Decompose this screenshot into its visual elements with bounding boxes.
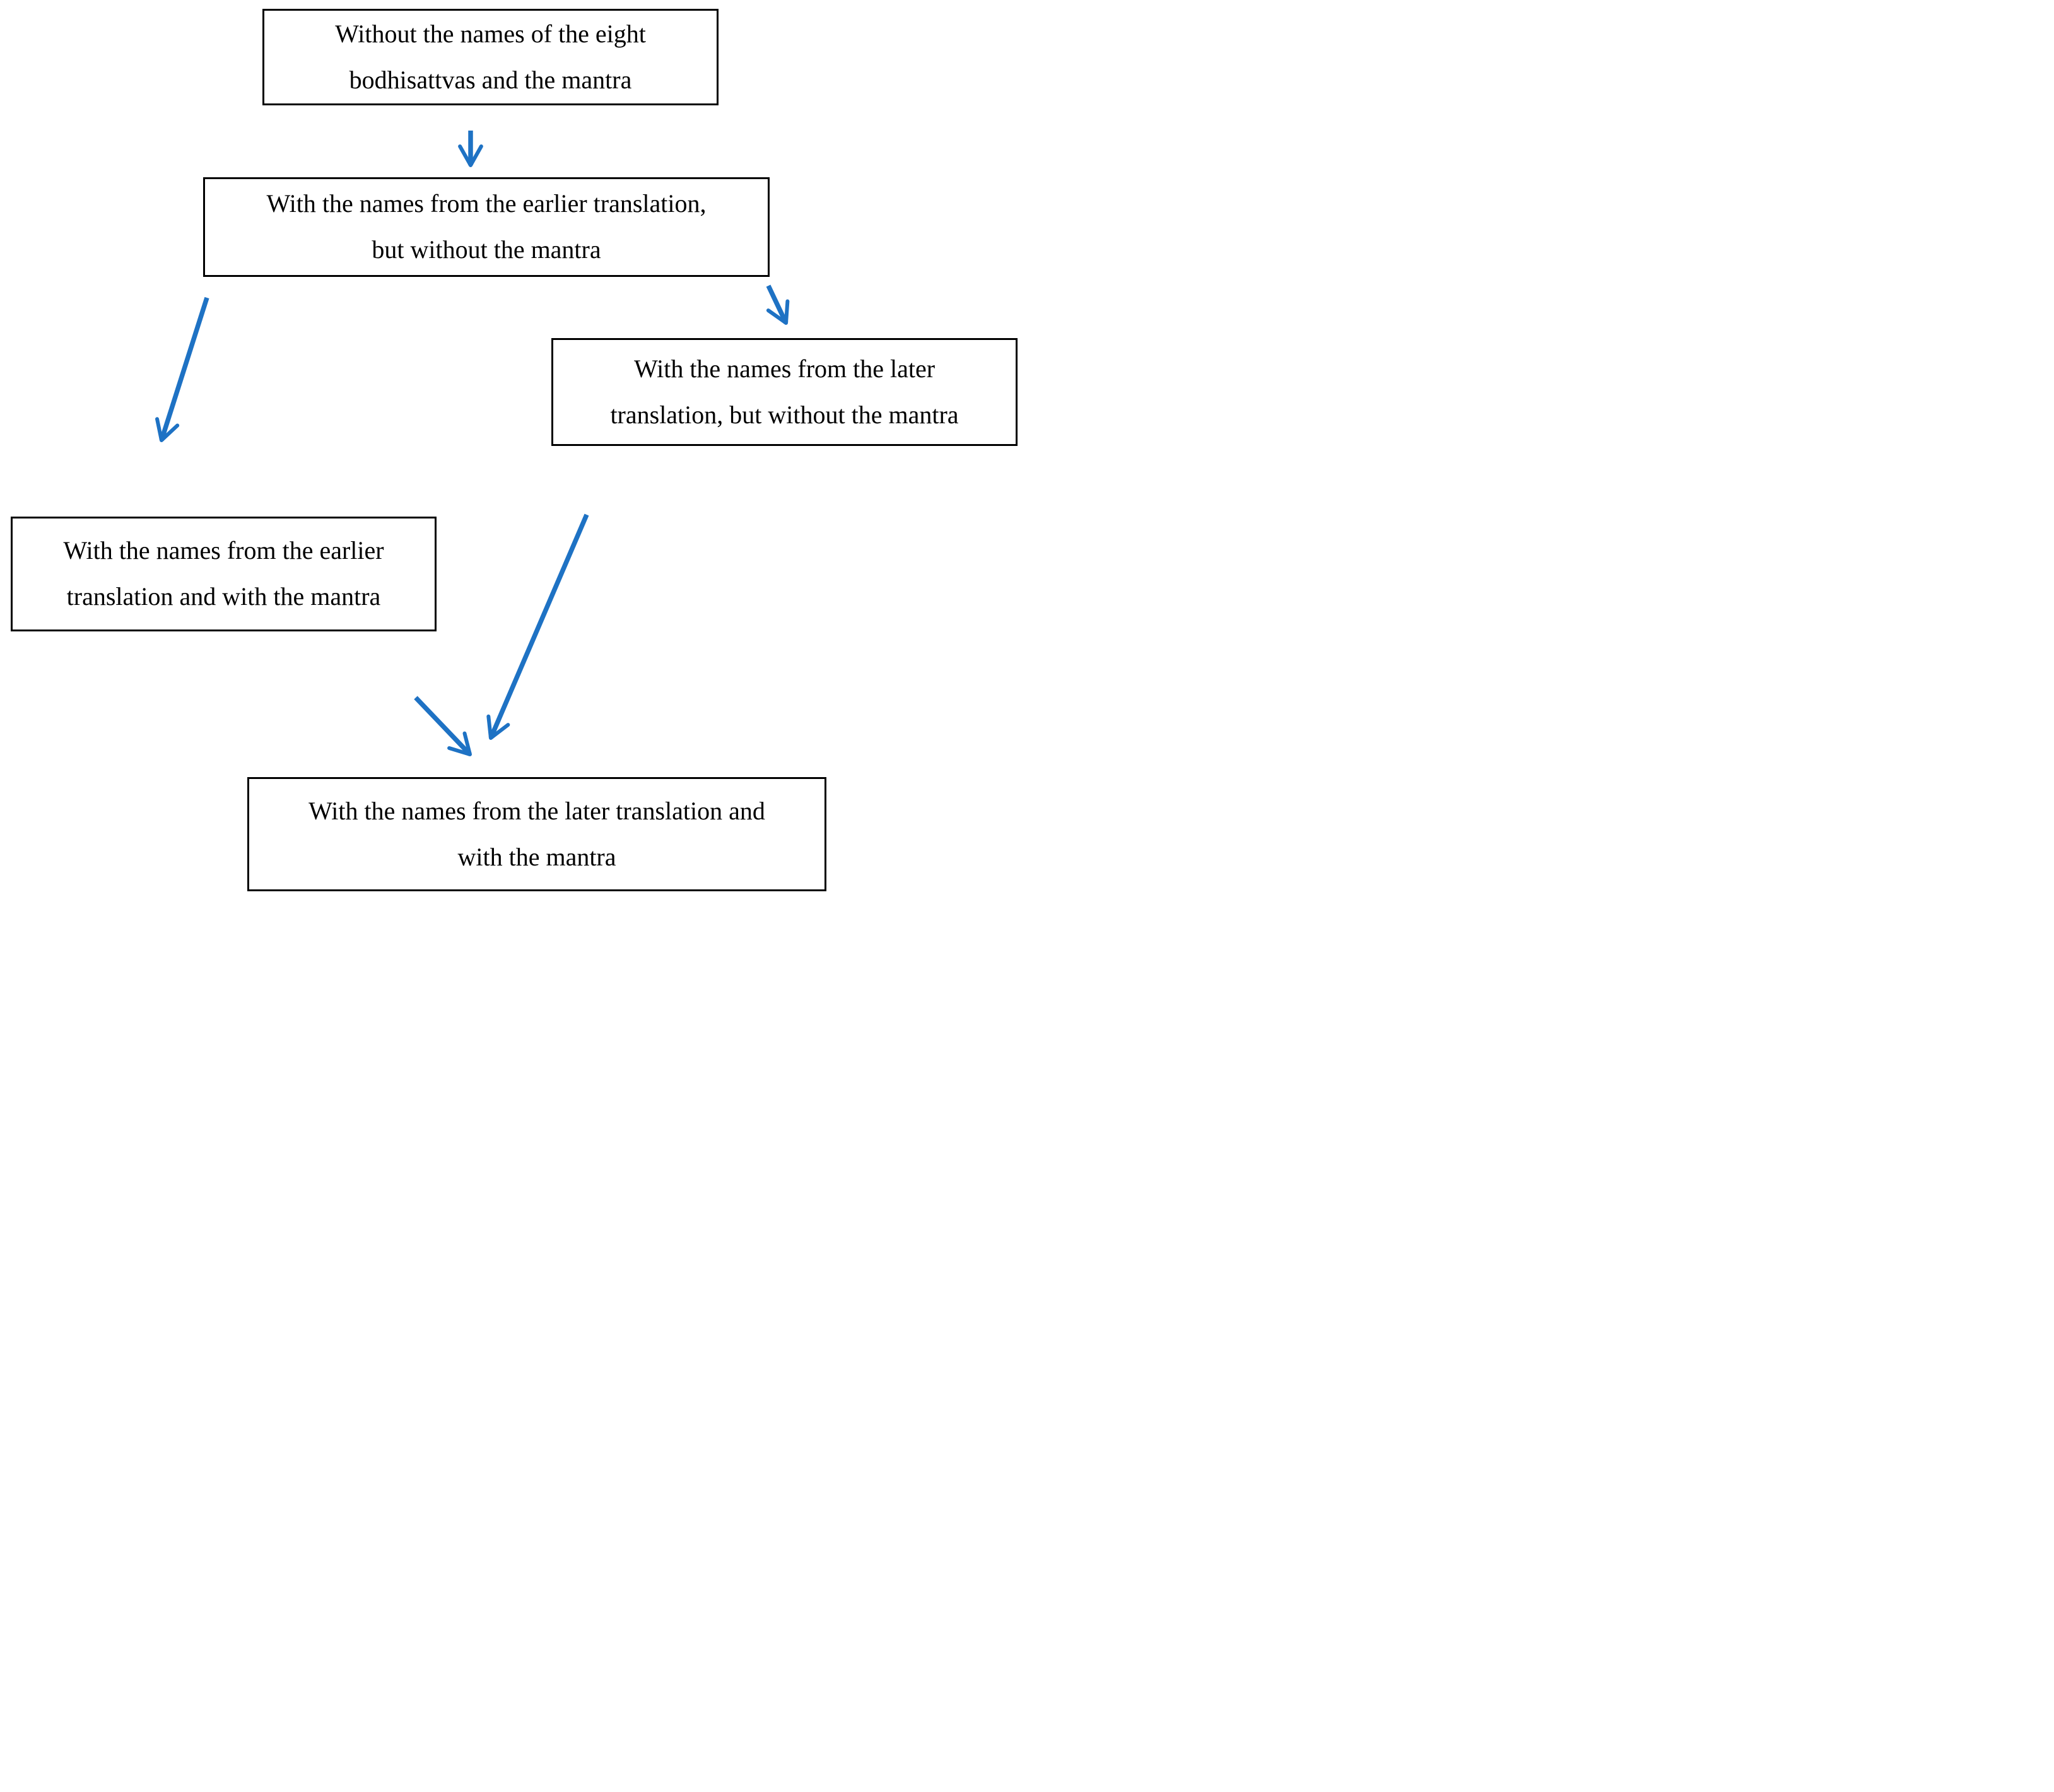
arrows-layer	[155, 131, 790, 756]
box-text-line: with the mantra	[457, 842, 616, 871]
flowchart-box-no-names-no-mantra: Without the names of the eight bodhisatt…	[262, 9, 719, 105]
arrow-box3-to-box5	[486, 513, 589, 740]
box-text-line: With the names from the earlier	[63, 536, 384, 565]
flowchart-box-earlier-names-no-mantra: With the names from the earlier translat…	[203, 177, 770, 277]
box-text-line: Without the names of the eight	[335, 19, 646, 48]
box-text-line: With the names from the later translatio…	[308, 796, 765, 825]
flowchart-box-later-names-no-mantra: With the names from the later translatio…	[551, 338, 1018, 446]
flowchart-box-earlier-names-with-mantra: With the names from the earlier translat…	[11, 517, 437, 631]
arrow-box4-to-box5	[414, 696, 472, 756]
box-text-line: bodhisattvas and the mantra	[349, 65, 632, 94]
box-text-line: With the names from the later	[633, 354, 936, 383]
box-text-line: translation, but without the mantra	[610, 400, 959, 429]
box-text-line: but without the mantra	[372, 235, 601, 264]
box-text-line: translation and with the mantra	[66, 582, 381, 611]
arrow-box2-to-box3	[766, 284, 790, 325]
flowchart-diagram: Without the names of the eight bodhisatt…	[0, 0, 1027, 896]
arrow-box2-to-box4	[155, 296, 209, 442]
box-text-line: With the names from the earlier translat…	[266, 189, 707, 218]
flowchart-box-later-names-with-mantra: With the names from the later translatio…	[247, 777, 826, 891]
